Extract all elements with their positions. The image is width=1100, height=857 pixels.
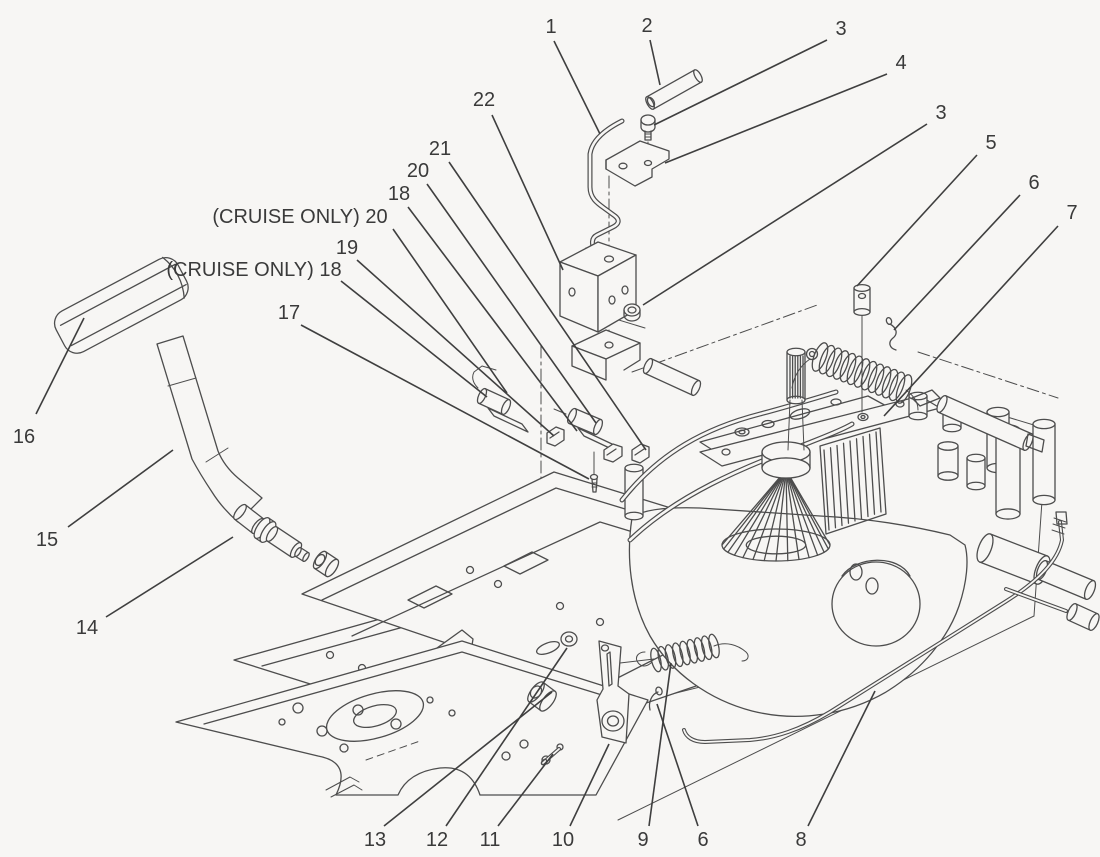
- left-stub-shaft: [642, 357, 702, 397]
- leader-line-8: [807, 690, 876, 827]
- floor-pan: [175, 640, 649, 798]
- clip-21: [631, 443, 650, 464]
- callout-label-19: 19: [336, 237, 358, 259]
- callout-label-3a: 3: [835, 18, 846, 40]
- rod-8-lower-link: [1004, 587, 1100, 631]
- callout-label-c18: (CRUISE ONLY) 18: [166, 259, 341, 281]
- nut-3: [623, 303, 641, 322]
- leader-line-21: [448, 161, 647, 451]
- line-art: [53, 69, 1100, 821]
- callout-label-22: 22: [473, 89, 495, 111]
- leader-line-1: [553, 40, 601, 135]
- spring-9: [619, 633, 749, 673]
- fin-block: [819, 427, 887, 535]
- callout-label-c20: (CRUISE ONLY) 20: [212, 206, 387, 228]
- callout-label-5: 5: [985, 132, 996, 154]
- leader-line-10: [569, 743, 610, 827]
- bracket-4: [605, 140, 670, 187]
- leader-line-16: [35, 317, 85, 415]
- leader-line-17: [300, 324, 590, 480]
- callout-label-16: 16: [13, 426, 35, 448]
- leader-line-c18: [340, 280, 488, 398]
- callout-label-12: 12: [426, 829, 448, 851]
- callout-label-8: 8: [795, 829, 806, 851]
- pin-5: [853, 283, 871, 413]
- callout-label-6b: 6: [697, 829, 708, 851]
- leader-line-7: [883, 225, 1059, 417]
- hook-6-upper: [885, 316, 897, 351]
- leader-line-14: [105, 536, 234, 618]
- leader-line-c20: [392, 228, 508, 394]
- callout-label-18a: 18: [388, 183, 410, 205]
- leader-line-13: [383, 691, 553, 827]
- leader-line-22: [491, 114, 564, 271]
- callout-label-6a: 6: [1028, 172, 1039, 194]
- leader-line-15: [67, 449, 174, 528]
- shift-rod: [588, 119, 624, 252]
- leader-line-11: [497, 753, 554, 827]
- fan-cone: [721, 469, 831, 562]
- bracket-lower: [571, 329, 641, 381]
- axle-shaft: [1035, 559, 1097, 601]
- lever-plate-10: [596, 640, 630, 744]
- screw-17: [589, 451, 599, 493]
- leader-line-6b: [656, 703, 699, 827]
- control-rod-8: [682, 511, 1068, 744]
- canister-far-right: [1032, 418, 1056, 506]
- lever-grip-16: [53, 256, 189, 354]
- callout-label-4: 4: [895, 52, 906, 74]
- leader-line-3a: [653, 39, 828, 126]
- frame-arm-upper: [620, 390, 838, 502]
- pan-corner-chevron: [325, 776, 363, 798]
- callout-label-3b: 3: [935, 102, 946, 124]
- leader-line-3b: [642, 123, 928, 306]
- callout-label-7: 7: [1066, 202, 1077, 224]
- callout-label-21: 21: [429, 138, 451, 160]
- leader-line-6a: [893, 194, 1021, 331]
- shift-rod-1-group: [583, 118, 625, 263]
- pivot-shaft-14: [233, 503, 340, 578]
- callout-label-9: 9: [637, 829, 648, 851]
- clip-transaxle-left: [603, 443, 623, 463]
- leader-line-12: [445, 647, 568, 827]
- leader-line-19: [356, 259, 555, 437]
- clip-19: [546, 426, 565, 447]
- callout-label-13: 13: [364, 829, 386, 851]
- callout-label-1: 1: [545, 16, 556, 38]
- bracket-22: [559, 241, 637, 333]
- callout-label-14: 14: [76, 617, 98, 639]
- leader-line-18a: [407, 206, 578, 432]
- leader-line-5: [856, 154, 978, 287]
- washer-12: [560, 631, 578, 647]
- cone-collar: [761, 441, 811, 479]
- hook-6-lower: [648, 686, 663, 711]
- leader-line-9: [648, 662, 672, 827]
- leader-line-4: [664, 73, 888, 164]
- callout-label-20a: 20: [407, 160, 429, 182]
- leader-line-20a: [426, 183, 597, 424]
- leader-line-2: [649, 39, 661, 86]
- pin-2: [645, 69, 703, 110]
- transaxle: [619, 347, 1097, 717]
- callout-label-2: 2: [641, 15, 652, 37]
- callout-label-11: 11: [480, 829, 501, 851]
- housing-bulge: [831, 561, 921, 647]
- cable-ferrule-cruise-18: [472, 365, 529, 433]
- cooling-fins: [823, 431, 882, 531]
- callout-label-17: 17: [278, 302, 300, 324]
- callout-label-10: 10: [552, 829, 574, 851]
- pin-2-bore: [646, 96, 656, 108]
- damper-spring-7: [791, 342, 941, 411]
- callout-label-15: 15: [36, 529, 58, 551]
- lever-arm-15: [156, 335, 263, 523]
